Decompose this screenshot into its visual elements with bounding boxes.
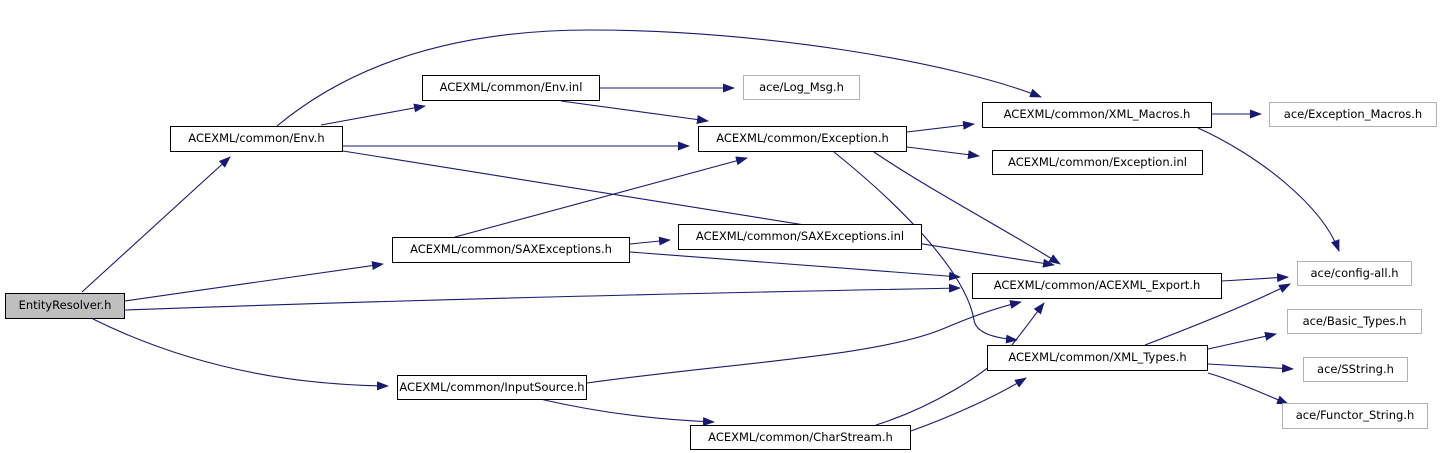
node-saxexceptions_h[interactable]: ACEXML/common/SAXExceptions.h [392,237,630,263]
node-xml_types[interactable]: ACEXML/common/XML_Types.h [987,345,1208,371]
edge-entity-to-export_h [124,283,961,311]
node-charstream[interactable]: ACEXML/common/CharStream.h [690,425,911,450]
node-env_h[interactable]: ACEXML/common/Env.h [170,126,343,152]
node-basic_types[interactable]: ace/Basic_Types.h [1287,309,1422,334]
edge-xml_types-to-functor_string [1207,372,1289,405]
edge-xml_macros-to-config_all [1197,127,1340,252]
node-inputsource[interactable]: ACEXML/common/InputSource.h [397,375,587,400]
edge-exception_h-to-xml_types [833,151,1018,344]
node-exception_inl[interactable]: ACEXML/common/Exception.inl [992,150,1203,175]
node-xml_macros[interactable]: ACEXML/common/XML_Macros.h [982,102,1212,128]
node-config_all[interactable]: ace/config-all.h [1297,261,1412,286]
edge-export_h-to-config_all [1221,273,1289,283]
node-log_msg[interactable]: ace/Log_Msg.h [743,75,860,100]
edge-exception_h-to-export_h [873,151,1061,265]
edge-entity-to-inputsource [92,318,389,391]
node-saxexceptions_inl[interactable]: ACEXML/common/SAXExceptions.inl [678,224,922,250]
node-env_inl[interactable]: ACEXML/common/Env.inl [422,75,600,101]
edge-env_h-to-export_h [342,150,1055,268]
node-entity[interactable]: EntityResolver.h [5,293,125,319]
node-exception_macros[interactable]: ace/Exception_Macros.h [1269,102,1437,127]
edge-xml_types-to-basic_types [1207,331,1277,350]
edge-saxexceptions_h-to-exception_h [454,156,748,238]
edge-inputsource-to-export_h [586,300,1022,384]
node-export_h[interactable]: ACEXML/common/ACEXML_Export.h [972,273,1222,299]
edge-entity-to-saxexceptions_h [124,261,384,302]
node-exception_h[interactable]: ACEXML/common/Exception.h [698,126,907,152]
edge-xml_types-to-config_all [1144,283,1291,346]
edge-env_inl-to-exception_h [560,100,709,124]
edge-xml_types-to-sstring [1207,363,1294,373]
edge-exception_h-to-xml_macros [906,120,975,133]
node-sstring[interactable]: ace/SString.h [1303,357,1408,382]
edge-entity-to-env_h [81,156,231,293]
edge-saxexceptions_h-to-saxexceptions_inl [629,236,671,246]
edge-charstream-to-xml_types [910,377,1027,432]
edge-env_h-to-xml_macros [276,29,1042,127]
edge-exception_h-to-exception_inl [906,146,980,160]
edge-saxexceptions_h-to-export_h [629,251,961,281]
edge-env_h-to-env_inl [320,103,426,126]
edge-inputsource-to-charstream [539,398,715,427]
node-functor_string[interactable]: ace/Functor_String.h [1282,403,1428,429]
